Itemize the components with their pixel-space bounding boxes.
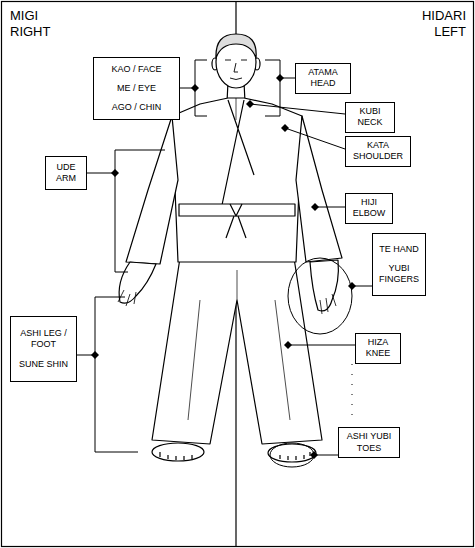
part-name: HIJI ELBOW: [350, 197, 388, 220]
part-box: ASHI YUBI TOES: [338, 427, 400, 458]
part-name: UDE ARM: [50, 162, 82, 185]
part-box: HIZA KNEE: [355, 333, 401, 364]
part-box: ASHI LEG / FOOT SUNE SHIN: [10, 316, 77, 382]
part-name: ME / EYE: [98, 83, 175, 94]
side-heading: MIGI RIGHT: [10, 8, 60, 39]
side-heading: HIDARI LEFT: [408, 8, 466, 39]
part-name: ASHI LEG / FOOT: [15, 328, 72, 351]
part-name: HIZA KNEE: [360, 337, 396, 360]
part-box: HIJI ELBOW: [345, 193, 393, 224]
part-name: KAO / FACE: [98, 64, 175, 75]
part-name: ASHI YUBI TOES: [343, 431, 395, 454]
part-name: SUNE SHIN: [15, 359, 72, 370]
part-name: KATA SHOULDER: [350, 140, 406, 163]
part-box: KATA SHOULDER: [345, 136, 411, 167]
part-box: TE HAND YUBI FINGERS: [372, 233, 426, 296]
part-name: AGO / CHIN: [98, 102, 175, 113]
part-name: YUBI FINGERS: [377, 263, 421, 286]
part-box: KAO / FACE ME / EYE AGO / CHIN: [93, 57, 180, 120]
part-box: ATAMA HEAD: [295, 63, 351, 94]
part-box: UDE ARM: [45, 156, 87, 190]
part-name: KUBI NECK: [350, 106, 390, 129]
leader-lines: [77, 60, 372, 467]
part-name: TE HAND: [377, 244, 421, 255]
part-name: ATAMA HEAD: [300, 67, 346, 90]
diamond-markers: [91, 74, 356, 459]
part-box: KUBI NECK: [345, 102, 395, 133]
